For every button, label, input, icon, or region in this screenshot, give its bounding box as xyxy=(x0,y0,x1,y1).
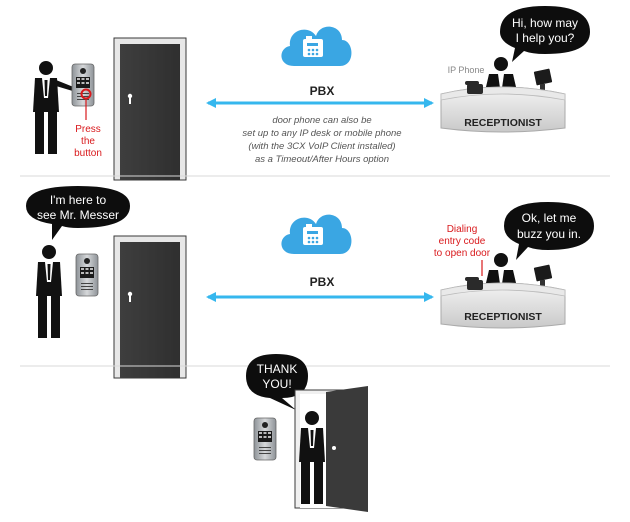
press-note-line-1: Press xyxy=(75,124,101,135)
pbx-cloud-icon xyxy=(281,26,352,66)
caption-line-4: as a Timeout/After Hours option xyxy=(255,154,389,165)
dialing-note-line-3: to open door xyxy=(434,248,491,259)
visitor-man-icon xyxy=(36,245,62,338)
door-icon xyxy=(113,235,187,379)
visitor-speech-line-1: I'm here to xyxy=(50,193,107,207)
button-highlight-icon xyxy=(80,88,92,100)
caption-line-1: door phone can also be xyxy=(272,115,371,126)
thank-you-line-2: YOU! xyxy=(262,377,291,391)
door-handle-icon xyxy=(332,446,336,450)
open-door-icon xyxy=(326,386,368,512)
press-note-line-2: the xyxy=(81,136,95,147)
speech-line-2: I help you? xyxy=(516,31,575,45)
press-note-line-3: button xyxy=(74,148,102,159)
dialing-note-line-2: entry code xyxy=(439,236,486,247)
caption-line-2: set up to any IP desk or mobile phone xyxy=(242,128,401,139)
pbx-cloud-icon xyxy=(281,214,352,254)
thank-you-line-1: THANK xyxy=(257,362,298,376)
door-icon xyxy=(113,37,187,181)
door-phone-icon xyxy=(253,417,277,461)
speech-line-1: Hi, how may xyxy=(512,16,578,30)
thank-you-speech-bubble: THANK YOU! xyxy=(246,354,308,410)
panel-1: Press the button PBX door phone can also… xyxy=(33,6,590,181)
receptionist-speech-bubble: Hi, how may I help you? xyxy=(500,6,590,62)
receptionist-speech-line-2: buzz you in. xyxy=(517,227,581,241)
ip-phone-label: IP Phone xyxy=(448,65,485,75)
visitor-speech-line-2: see Mr. Messer xyxy=(37,208,119,222)
door-phone-icon xyxy=(75,253,99,297)
door-phone-icon xyxy=(71,63,95,107)
pbx-label: PBX xyxy=(310,275,335,289)
receptionist-speech-bubble: Ok, let me buzz you in. xyxy=(504,202,594,260)
visitor-man-icon xyxy=(33,61,59,154)
pbx-label: PBX xyxy=(310,84,335,98)
visitor-arm xyxy=(56,80,76,92)
panel-3: THANK YOU! xyxy=(246,354,368,512)
receptionist-sign: RECEPTIONIST xyxy=(464,311,542,323)
caption-line-3: (with the 3CX VoIP Client installed) xyxy=(248,141,395,152)
receptionist-speech-line-1: Ok, let me xyxy=(522,211,577,225)
visitor-speech-bubble: I'm here to see Mr. Messer xyxy=(26,186,130,240)
receptionist-sign: RECEPTIONIST xyxy=(464,117,542,129)
panel-2: I'm here to see Mr. Messer PBX Dialing e… xyxy=(26,186,594,379)
dialing-note-line-1: Dialing xyxy=(447,224,478,235)
